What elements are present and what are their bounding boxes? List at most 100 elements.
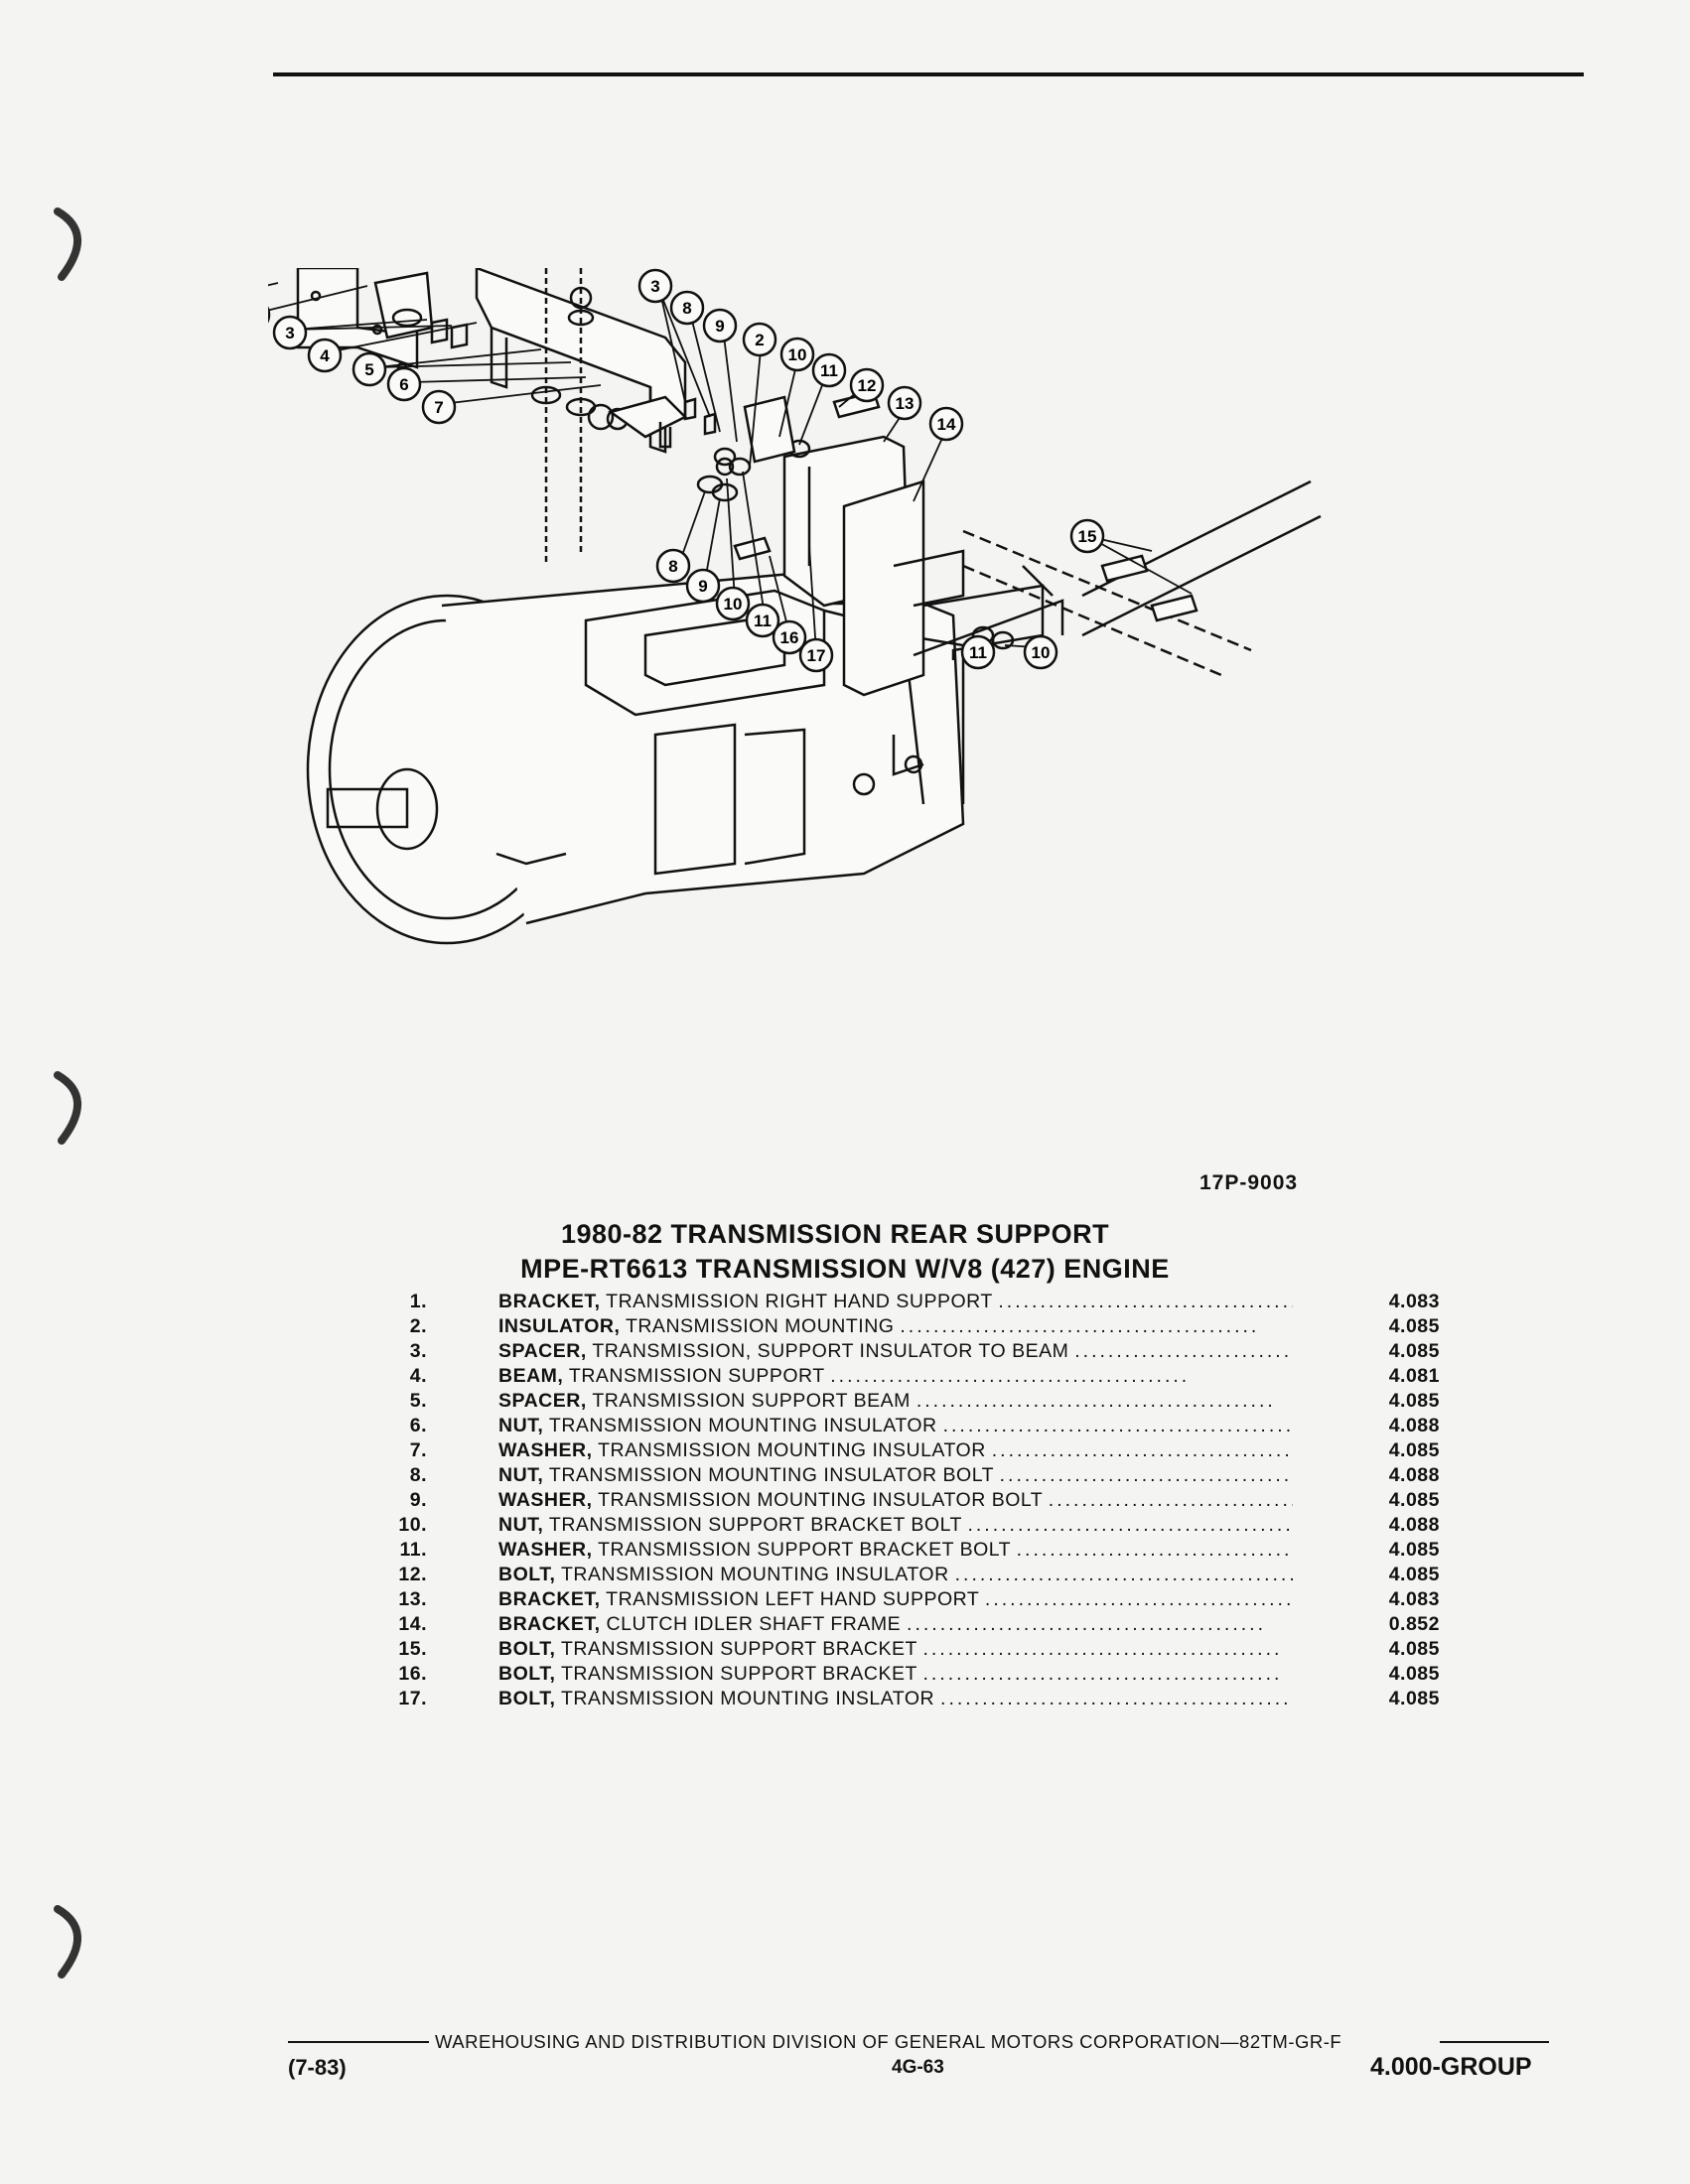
leader-dots: ........................................…	[1048, 1489, 1293, 1511]
footer-group: 4.000-GROUP	[1370, 2053, 1532, 2081]
callout-circle	[811, 352, 847, 388]
footer-date: (7-83)	[288, 2055, 347, 2080]
callout-circle	[421, 389, 457, 425]
part-keyword: INSULATOR,	[498, 1315, 621, 1337]
parts-list-row: 3.SPACER, TRANSMISSION, SUPPORT INSULATO…	[377, 1340, 1440, 1365]
parts-list: 1.BRACKET, TRANSMISSION RIGHT HAND SUPPO…	[377, 1291, 1440, 1712]
callout-label: 3	[285, 324, 294, 342]
callout-circle	[715, 586, 751, 621]
callout-label: 5	[364, 360, 373, 379]
callout-circle	[887, 385, 922, 421]
parts-list-row: 4. BEAM, TRANSMISSION SUPPORT ...........…	[377, 1365, 1440, 1390]
callout-number: 11	[960, 634, 996, 670]
callout-circle	[742, 322, 777, 357]
footer-page-number: 4G-63	[892, 2057, 944, 2078]
part-keyword: BOLT,	[498, 1688, 556, 1709]
leader-dots: ........................................…	[998, 1291, 1293, 1312]
callout-circle	[798, 637, 834, 673]
part-group-number: 4.083	[1388, 1588, 1440, 1610]
callout-label: 4	[320, 346, 330, 365]
part-detail: TRANSMISSION SUPPORT BRACKET	[555, 1663, 917, 1685]
parts-list-row: 11.WASHER, TRANSMISSION SUPPORT BRACKET …	[377, 1539, 1440, 1564]
callout-circle	[772, 619, 807, 655]
footer-division-text: WAREHOUSING AND DISTRIBUTION DIVISION OF…	[435, 2031, 1342, 2052]
leader-dots: ........................................…	[830, 1365, 1191, 1387]
callout-circle	[745, 603, 780, 638]
callout-circle	[779, 337, 815, 372]
part-detail: TRANSMISSION SUPPORT BRACKET BOLT	[592, 1539, 1011, 1561]
leader-dots: ........................................…	[900, 1315, 1260, 1337]
part-keyword: NUT,	[498, 1514, 544, 1536]
parts-list-row: 5.SPACER, TRANSMISSION SUPPORT BEAM ....…	[377, 1390, 1440, 1415]
part-detail: TRANSMISSION MOUNTING INSULATOR BOLT	[592, 1489, 1043, 1511]
figure-code: 17P-9003	[1199, 1171, 1299, 1194]
callout-circle	[928, 406, 964, 442]
part-group-number: 4.083	[1388, 1291, 1440, 1312]
leader-dots: ........................................…	[922, 1638, 1283, 1660]
callout-circle	[1023, 634, 1058, 670]
footer-rule-right	[1440, 2041, 1549, 2043]
part-number: 15.	[398, 1638, 427, 1660]
callout-label: 8	[682, 299, 691, 318]
part-description: BRACKET, TRANSMISSION RIGHT HAND SUPPORT…	[498, 1291, 1293, 1313]
callout-label: 9	[715, 317, 724, 336]
leader-dots: ........................................…	[984, 1588, 1293, 1610]
callout-number: 8	[655, 548, 691, 584]
leader-dots: ........................................…	[954, 1564, 1293, 1585]
parts-list-row: 10. NUT, TRANSMISSION SUPPORT BRACKET BOL…	[377, 1514, 1440, 1539]
part-keyword: WASHER,	[498, 1539, 593, 1561]
part-number: 3.	[409, 1340, 427, 1362]
leader-dots: ........................................…	[991, 1439, 1293, 1461]
part-number: 4.	[409, 1365, 427, 1387]
part-description: WASHER, TRANSMISSION SUPPORT BRACKET BOL…	[498, 1539, 1293, 1562]
part-group-number: 4.081	[1388, 1365, 1440, 1387]
callout-number: 10	[1023, 634, 1058, 670]
part-detail: TRANSMISSION LEFT HAND SUPPORT	[600, 1588, 979, 1610]
callout-label: 6	[399, 375, 408, 394]
part-description: NUT, TRANSMISSION MOUNTING INSULATOR ...…	[498, 1415, 1293, 1437]
callout-number: 9	[685, 568, 721, 604]
part-detail: TRANSMISSION SUPPORT	[563, 1365, 825, 1387]
part-keyword: BRACKET,	[498, 1613, 601, 1635]
part-number: 10.	[398, 1514, 427, 1536]
part-description: BOLT, TRANSMISSION MOUNTING INSLATOR ...…	[498, 1688, 1293, 1710]
callout-label: 3	[650, 277, 659, 296]
callout-circle	[849, 367, 885, 403]
part-number: 12.	[398, 1564, 427, 1585]
part-group-number: 4.088	[1388, 1514, 1440, 1536]
callout-number: 16	[772, 619, 807, 655]
parts-list-row: 6.NUT, TRANSMISSION MOUNTING INSULATOR .…	[377, 1415, 1440, 1439]
callout-circle	[669, 290, 705, 326]
part-number: 7.	[409, 1439, 427, 1461]
callout-leaders	[268, 282, 1193, 653]
header-rule	[273, 72, 1584, 76]
callout-label: 10	[788, 345, 807, 364]
page-subtitle: MPE-RT6613 TRANSMISSION W/V8 (427) ENGIN…	[520, 1254, 1170, 1284]
callout-number: 2	[742, 322, 777, 357]
leader-dots: ........................................…	[967, 1514, 1293, 1536]
part-keyword: SPACER,	[498, 1390, 587, 1412]
part-detail: TRANSMISSION SUPPORT BRACKET BOLT	[543, 1514, 962, 1536]
binder-hole-mark-bottom	[54, 1905, 81, 1979]
callout-label: 16	[780, 628, 799, 647]
part-description: BEAM, TRANSMISSION SUPPORT .............…	[498, 1365, 1293, 1388]
callout-number: 15	[1069, 518, 1105, 554]
parts-list-row: 16.BOLT, TRANSMISSION SUPPORT BRACKET ..…	[377, 1663, 1440, 1688]
part-number: 16.	[398, 1663, 427, 1685]
callout-circle	[655, 548, 691, 584]
part-description: BOLT, TRANSMISSION SUPPORT BRACKET .....…	[498, 1638, 1293, 1661]
part-keyword: BOLT,	[498, 1663, 556, 1685]
callout-number: 14	[928, 406, 964, 442]
callout-circle	[352, 351, 387, 387]
callout-label: 7	[434, 398, 443, 417]
callout-number: 7	[421, 389, 457, 425]
callout-number: 3	[637, 268, 673, 304]
part-keyword: BRACKET,	[498, 1291, 601, 1312]
part-description: BRACKET, CLUTCH IDLER SHAFT FRAME ......…	[498, 1613, 1293, 1636]
part-number: 14.	[398, 1613, 427, 1635]
callout-group: 1234567389210111213141589101116171110	[268, 268, 1105, 673]
callout-number: 12	[849, 367, 885, 403]
callout-label: 10	[724, 595, 743, 614]
part-description: INSULATOR, TRANSMISSION MOUNTING .......…	[498, 1315, 1293, 1338]
leader-dots: ........................................…	[907, 1613, 1266, 1635]
